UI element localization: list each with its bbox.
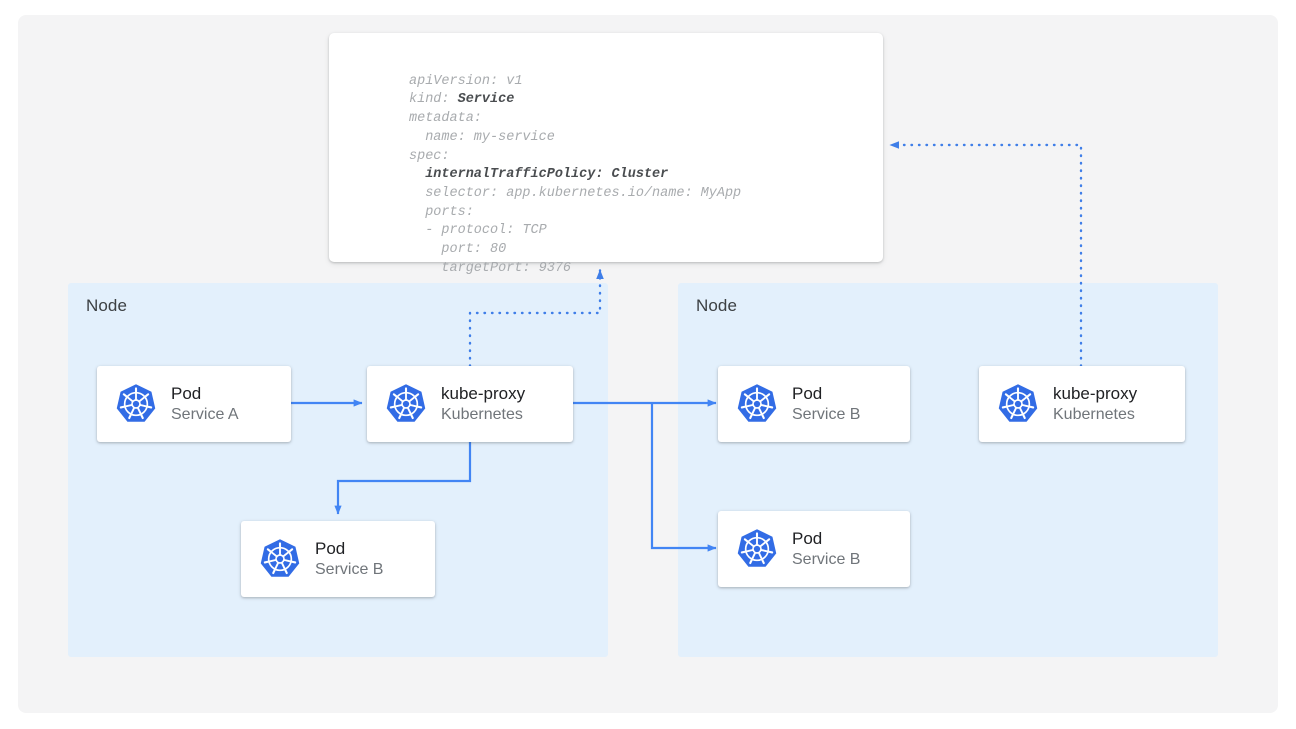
yaml-line-metadata: metadata: (409, 111, 482, 127)
yaml-line-targetport: targetPort: 9376 (409, 260, 572, 276)
kubernetes-logo-icon (736, 528, 778, 570)
kubernetes-logo-icon (115, 383, 157, 425)
card-pod-service-b-right-bottom[interactable]: Pod Service B (718, 511, 910, 587)
service-manifest-card: apiVersion: v1 kind: Service metadata: n… (329, 33, 883, 276)
kubernetes-logo-icon (259, 538, 301, 580)
node-group-left (68, 283, 608, 657)
kubernetes-logo-icon (385, 383, 427, 425)
yaml-line-internal-traffic-policy: internalTrafficPolicy: Cluster (409, 167, 669, 183)
node-group-right (678, 283, 1218, 657)
yaml-line-spec: spec: (409, 148, 450, 164)
card-pod-service-b-right-top[interactable]: Pod Service B (718, 366, 910, 442)
card-title: Pod (315, 538, 346, 558)
service-manifest-yaml: apiVersion: v1 kind: Service metadata: n… (409, 54, 741, 278)
card-subtitle: Service B (315, 560, 384, 578)
kubernetes-logo-icon (997, 383, 1039, 425)
yaml-line-kind-prefix: kind: (409, 92, 458, 108)
card-title: kube-proxy (441, 383, 526, 403)
card-pod-service-b-left[interactable]: Pod Service B (241, 521, 435, 597)
yaml-line-name: name: my-service (409, 129, 555, 145)
card-title: kube-proxy (1053, 383, 1138, 403)
kubernetes-logo-icon (736, 383, 778, 425)
yaml-line-selector: selector: app.kubernetes.io/name: MyApp (409, 185, 742, 201)
card-subtitle: Service B (792, 550, 861, 568)
card-subtitle: Service B (792, 405, 861, 423)
node-label-right: Node (696, 296, 738, 315)
yaml-line-kind-value: Service (457, 92, 515, 108)
card-subtitle: Service A (171, 405, 239, 423)
yaml-line-ports: ports: (409, 204, 474, 220)
node-label-left: Node (86, 296, 128, 315)
yaml-line-protocol: - protocol: TCP (409, 223, 547, 239)
card-subtitle: Kubernetes (1053, 405, 1135, 423)
card-pod-service-a[interactable]: Pod Service A (97, 366, 291, 442)
card-subtitle: Kubernetes (441, 405, 523, 423)
card-title: Pod (171, 383, 202, 403)
card-kube-proxy-right[interactable]: kube-proxy Kubernetes (979, 366, 1185, 442)
yaml-line-port: port: 80 (409, 242, 507, 258)
card-title: Pod (792, 383, 823, 403)
yaml-line-apiversion: apiVersion: v1 (409, 73, 523, 89)
card-title: Pod (792, 528, 823, 548)
card-kube-proxy-left[interactable]: kube-proxy Kubernetes (367, 366, 573, 442)
